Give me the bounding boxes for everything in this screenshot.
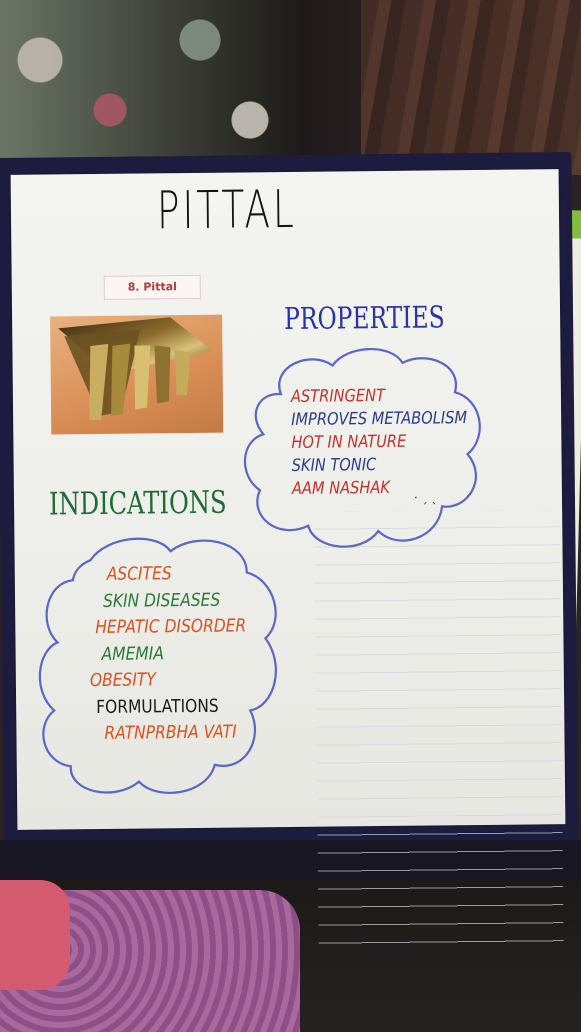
property-item: AAM NASHAK [291,477,391,499]
indication-item: SKIN DISEASES [102,589,221,612]
indication-item: ASCITES [106,563,172,585]
property-item: SKIN TONIC [291,455,377,476]
floral-shirt-background [0,0,300,175]
image-label: 8. Pittal [103,274,201,300]
property-item: HOT IN NATURE [291,431,407,453]
indications-list: ASCITES SKIN DISEASES HEPATIC DISORDER A… [90,560,272,747]
curtain-background [361,0,581,175]
indications-cloud [36,528,287,803]
poster-title: PITTAL [156,179,297,242]
brass-strips-image [58,317,213,421]
background-top [0,0,581,175]
properties-list: ASTRINGENT IMPROVES METABOLISM HOT IN NA… [291,384,497,501]
properties-heading: PROPERTIES [283,300,445,338]
indications-heading: INDICATIONS [48,484,227,523]
pittal-photo [50,314,224,435]
indication-item: OBESITY [89,669,156,692]
red-cloth [0,880,70,990]
formulation-item: RATNPRBHA VATI [104,721,237,744]
indication-item: HEPATIC DISORDER [95,615,247,639]
formulations-heading: FORMULATIONS [96,695,219,718]
stray-marks: · ˏ ˎ [413,490,438,505]
indication-item: AMEMIA [101,642,164,665]
properties-cloud [240,342,487,557]
property-item: IMPROVES METABOLISM [291,408,468,430]
poster-paper: PITTAL 8. Pittal PROPERTIES [10,169,566,952]
ruled-lines [314,509,564,952]
property-item: ASTRINGENT [290,385,386,407]
